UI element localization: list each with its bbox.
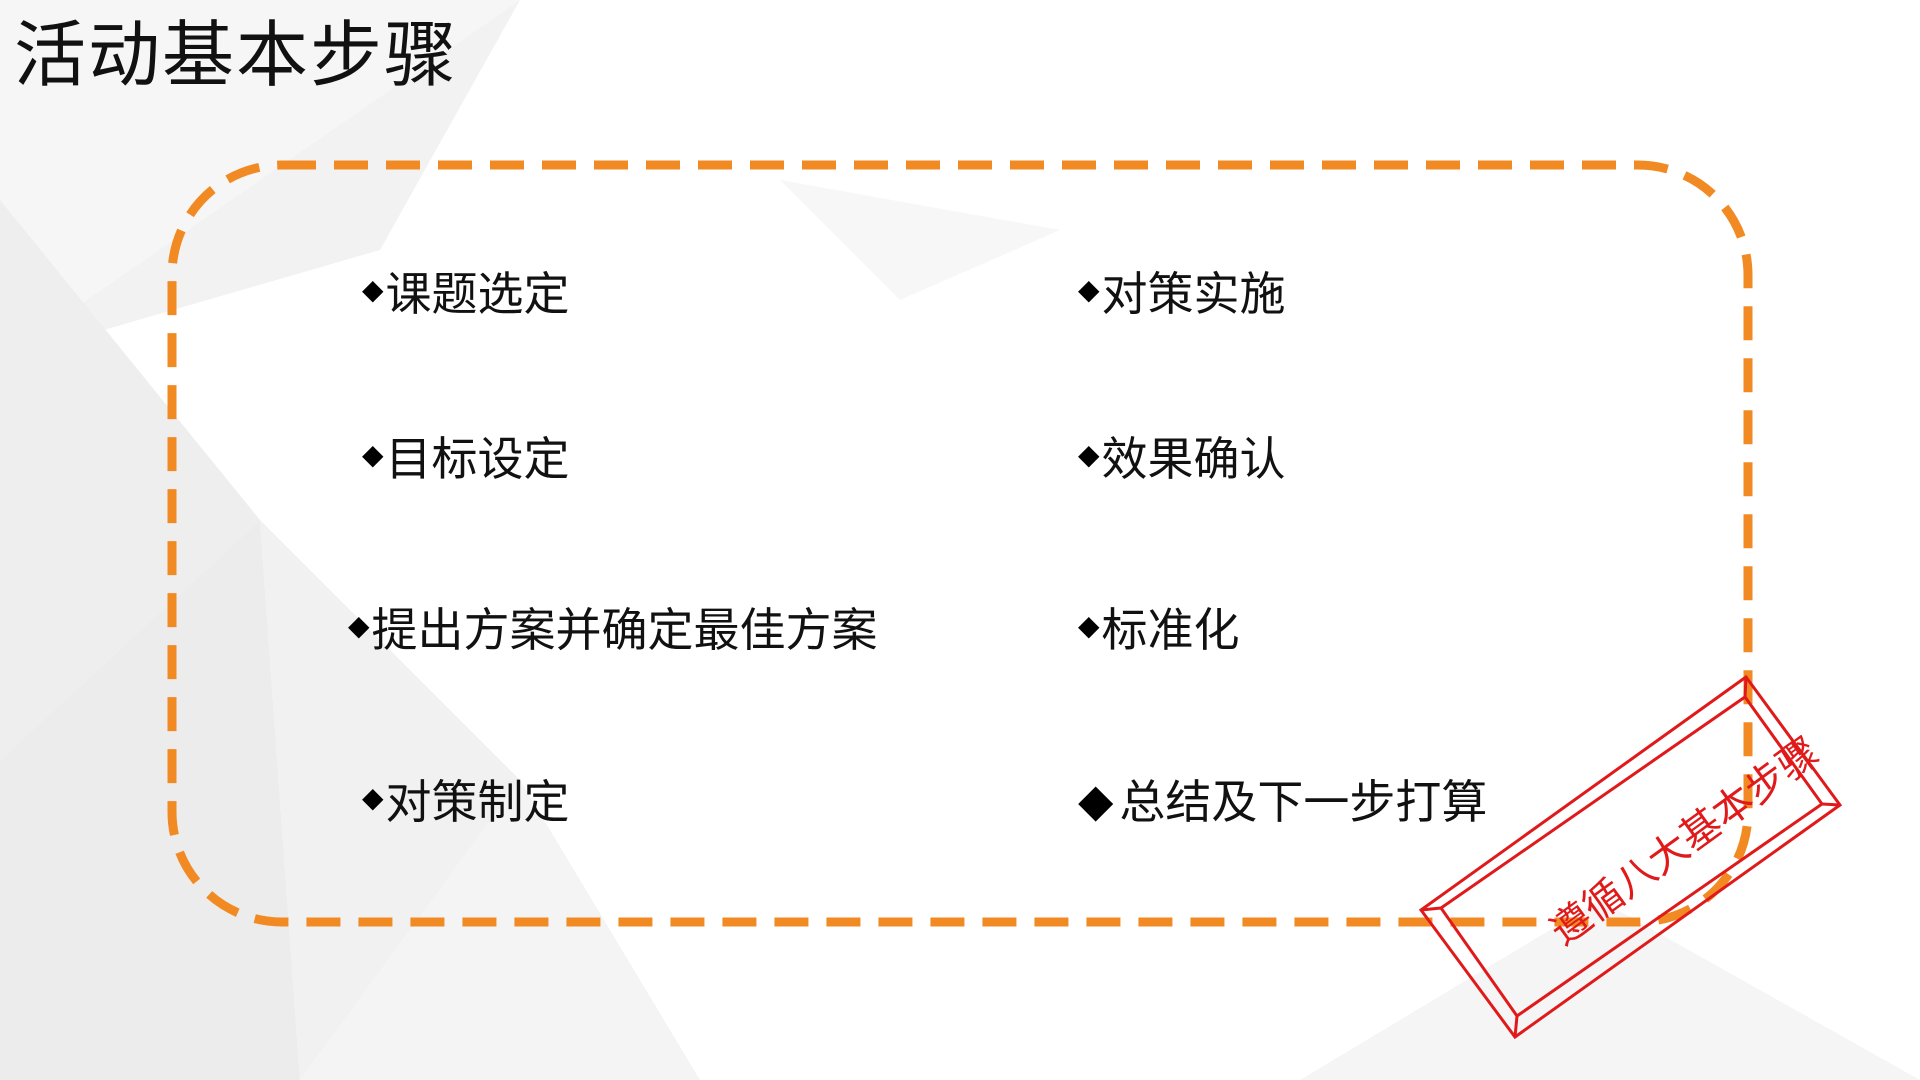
step-summary-next-plan: ◆ 总结及下一步打算 [1078, 772, 1487, 832]
diamond-bullet-icon: ◆ [362, 438, 384, 471]
step-label: 总结及下一步打算 [1119, 775, 1488, 829]
step-target-setting: ◆ 目标设定 [362, 429, 570, 489]
diamond-bullet-icon: ◆ [362, 273, 384, 306]
step-countermeasure-implementation: ◆ 对策实施 [1078, 264, 1286, 324]
diamond-bullet-icon: ◆ [1078, 773, 1114, 827]
step-label: 对策制定 [385, 775, 570, 829]
diamond-bullet-icon: ◆ [348, 609, 370, 642]
step-label: 目标设定 [385, 432, 570, 486]
diamond-bullet-icon: ◆ [1078, 438, 1100, 471]
step-propose-plan: ◆ 提出方案并确定最佳方案 [348, 600, 878, 660]
step-label: 标准化 [1101, 603, 1240, 657]
step-label: 提出方案并确定最佳方案 [371, 603, 878, 657]
page-title: 活动基本步骤 [14, 13, 459, 97]
step-label: 效果确认 [1101, 432, 1286, 486]
diamond-bullet-icon: ◆ [1078, 609, 1100, 642]
step-label: 对策实施 [1101, 267, 1286, 321]
step-label: 课题选定 [385, 267, 570, 321]
step-countermeasure-formulation: ◆ 对策制定 [362, 772, 570, 832]
step-effect-confirmation: ◆ 效果确认 [1078, 429, 1286, 489]
diamond-bullet-icon: ◆ [1078, 273, 1100, 306]
step-standardization: ◆ 标准化 [1078, 600, 1240, 660]
step-topic-selection: ◆ 课题选定 [362, 264, 570, 324]
diamond-bullet-icon: ◆ [362, 781, 384, 814]
